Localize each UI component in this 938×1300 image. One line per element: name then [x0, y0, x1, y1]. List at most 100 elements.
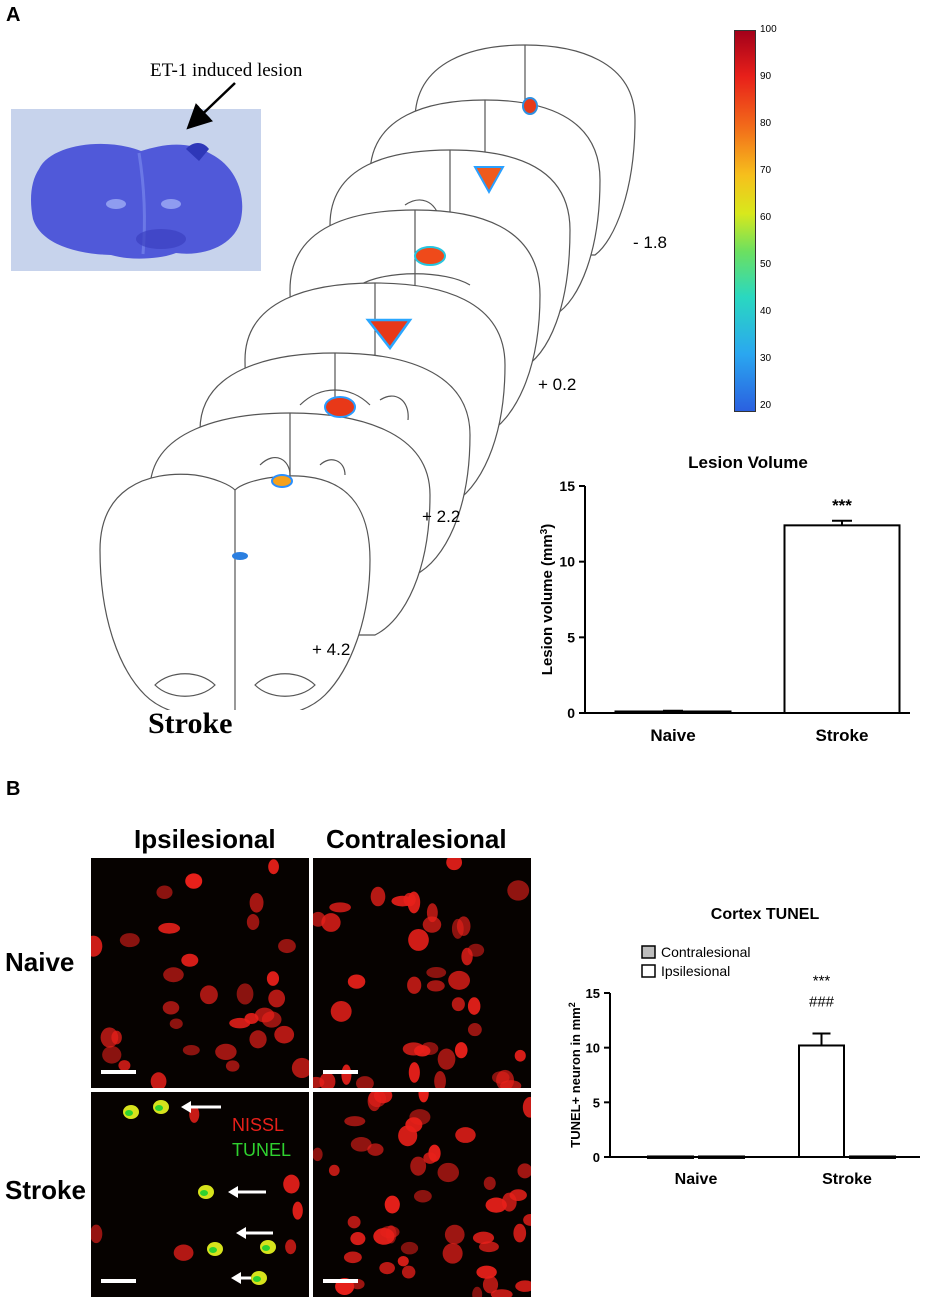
nissl-cell [442, 1243, 463, 1264]
x-tick-label-naive: Naive [650, 726, 695, 745]
nissl-cell [373, 1228, 395, 1245]
nissl-cell [434, 1070, 446, 1088]
micrograph-naive-ipsilesional [91, 858, 309, 1088]
nissl-cell [367, 1143, 384, 1156]
nissl-cell [407, 891, 421, 914]
nissl-cell [291, 1057, 309, 1079]
significance-annotation: *** [832, 496, 852, 515]
coordinate-label-4: + 4.2 [312, 640, 351, 659]
nissl-cell [405, 1117, 423, 1133]
nissl-cell [451, 997, 465, 1012]
nissl-cell [410, 1156, 427, 1176]
nissl-cell [490, 1289, 513, 1297]
nissl-cell [514, 1049, 526, 1062]
x-tick-label-stroke: Stroke [822, 1171, 872, 1188]
nissl-cell [437, 1048, 456, 1070]
nissl-cell [370, 886, 386, 907]
y-tick-label: 15 [559, 478, 575, 494]
nissl-cell [119, 933, 140, 948]
nissl-cell [246, 914, 260, 931]
nissl-cell [330, 1000, 352, 1022]
colorbar-tick: 20 [760, 400, 772, 411]
nissl-cell [472, 1231, 495, 1244]
nissl-cell [321, 913, 341, 932]
nissl-cell [341, 1064, 352, 1085]
y-tick-label: 5 [593, 1095, 600, 1110]
y-axis-label-superscript: 3 [539, 528, 550, 534]
panel-a-letter: A [6, 4, 21, 26]
nissl-cell [118, 1060, 131, 1071]
nissl-cell [467, 943, 485, 957]
micrograph-naive-contralesional [313, 858, 531, 1088]
nissl-cell [249, 1030, 267, 1049]
nissl-cell [189, 1105, 200, 1123]
nissl-cell [414, 1045, 431, 1057]
nissl-cell [507, 880, 530, 901]
bar-naive-ipsilesional [647, 1155, 694, 1159]
nissl-cell [182, 1044, 200, 1056]
colorbar-tick: 50 [760, 259, 772, 270]
nissl-cell [492, 1071, 510, 1084]
arrow-head [228, 1186, 238, 1198]
nissl-cell [328, 1164, 340, 1177]
arrow-head [231, 1272, 241, 1284]
nissl-cell [523, 1214, 531, 1226]
nissl-cell [162, 1001, 180, 1015]
nissl-cell [156, 885, 173, 900]
colorbar-tick: 80 [760, 118, 772, 129]
nissl-cell [274, 1025, 295, 1044]
row-label-stroke: Stroke [5, 1175, 86, 1205]
legend-label-contralesional: Contralesional [661, 944, 751, 960]
colorbar-tick: 100 [760, 24, 777, 35]
nissl-cell [173, 1244, 194, 1261]
column-label-ipsilesional: Ipsilesional [134, 824, 276, 854]
legend-swatch-contralesional [641, 945, 656, 959]
colorbar-tick: 70 [760, 165, 772, 176]
nissl-cell [313, 1076, 325, 1088]
atlas-section-8 [99, 473, 371, 710]
nissl-cell [467, 997, 481, 1015]
nissl-cell [446, 858, 463, 871]
lesion-heatmaps [232, 97, 538, 560]
nissl-cell [163, 967, 184, 983]
chart-title: Cortex TUNEL [711, 906, 820, 923]
nissl-cell [268, 859, 279, 875]
y-tick-label: 0 [567, 705, 575, 721]
nissl-cell [236, 983, 254, 1005]
nissl-cell [407, 976, 422, 994]
colorbar-ticks: 100 90 80 70 60 50 40 30 20 [760, 24, 790, 414]
nissl-cell [285, 1239, 297, 1255]
column-label-contralesional: Contralesional [326, 824, 507, 854]
nissl-cell [344, 1116, 366, 1127]
nissl-brain-svg [31, 143, 243, 259]
nissl-cell [408, 1062, 420, 1083]
nissl-stain-label: NISSL [232, 1115, 285, 1135]
nissl-cell [418, 1092, 429, 1103]
nissl-cell [102, 1046, 122, 1064]
y-axis-label: TUNEL+ neuron in mm2 [567, 1002, 583, 1148]
nissl-cell [283, 1174, 300, 1194]
nissl-cell [408, 928, 429, 951]
micrograph-stroke-contralesional [313, 1092, 531, 1297]
colorbar-tick: 40 [760, 306, 772, 317]
nissl-cell [343, 1251, 362, 1264]
nissl-cell [397, 1255, 409, 1267]
nissl-cell [292, 1201, 303, 1220]
tunel-positive-core [200, 1190, 208, 1196]
y-axis-label-superscript: 2 [567, 1002, 577, 1007]
nissl-cell [200, 985, 218, 1005]
nissl-cell [426, 980, 445, 992]
nissl-cell [384, 1195, 400, 1214]
nissl-cell [91, 935, 103, 957]
y-tick-label: 10 [559, 554, 575, 570]
bar-naive-contralesional [698, 1155, 745, 1159]
colorbar-tick: 60 [760, 212, 772, 223]
nissl-cell [355, 1076, 374, 1088]
nissl-cell [517, 1163, 531, 1179]
arrow-head [236, 1227, 246, 1239]
nissl-cell [313, 911, 326, 927]
nissl-cell [91, 1224, 103, 1244]
y-tick-label: 5 [567, 629, 575, 645]
